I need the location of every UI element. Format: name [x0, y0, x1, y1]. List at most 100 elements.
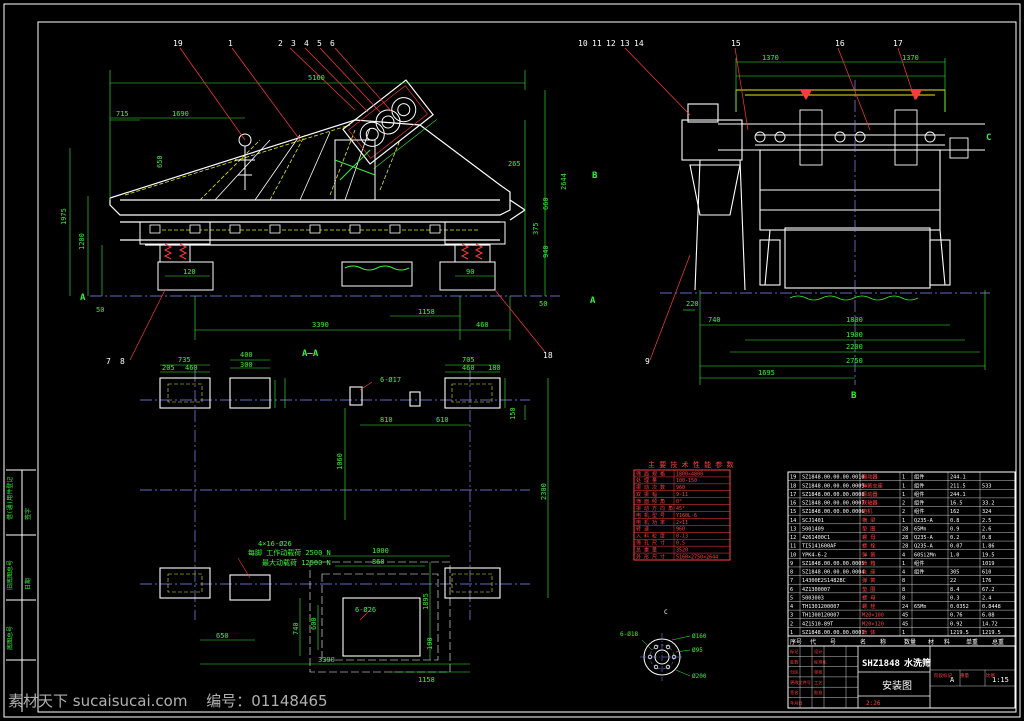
spec-label: 振 动 方 向 角 [636, 505, 673, 512]
parts-cell: 16.5 [950, 501, 963, 507]
parts-cell: 28 [902, 535, 908, 541]
dim-2200: 2200 [846, 343, 863, 351]
parts-cell: 14 [790, 518, 796, 524]
tb-right-label: 阶段标记 [934, 672, 952, 679]
dim-660: 660 [542, 197, 550, 210]
section-b-bottom: B [851, 391, 857, 401]
parts-cell: 60Si2Mn [914, 552, 936, 558]
parts-header-cell: 料 [944, 638, 950, 646]
balloon-17: 17 [893, 39, 903, 48]
spec-label: 筛 孔 尺 寸 [636, 540, 665, 547]
spec-label: 双 振 幅 [636, 491, 657, 498]
parts-cell: 176 [982, 578, 991, 584]
parts-cell: 组件 [914, 473, 924, 481]
tb-left-label: 工艺 [814, 680, 822, 685]
plan-dim-810: 810 [380, 416, 393, 424]
balloon-1: 1 [228, 39, 233, 48]
parts-header: 序号代号名称数量材料单重总重 [787, 635, 1016, 647]
dim-220: 220 [686, 300, 699, 308]
parts-cell: 28 [902, 526, 908, 532]
parts-cell: 2.4 [982, 595, 991, 601]
parts-cell: SZ1848.00.00.00.0007 [802, 501, 864, 507]
parts-cell: 支 座 [862, 568, 876, 576]
parts-cell: 19 [790, 475, 796, 481]
scale: 1:15 [992, 676, 1009, 684]
parts-cell: 6.08 [982, 613, 995, 619]
plan-dim-705: 705 [462, 356, 475, 364]
plan-view [140, 359, 549, 673]
dim-265: 265 [508, 160, 521, 168]
parts-header-cell: 数量 [904, 638, 916, 646]
plan-view-dims: 735 400 705 205 460 300 460 180 610 810 … [162, 351, 548, 684]
parts-cell: 1 [902, 630, 905, 636]
section-a-left: A [80, 293, 86, 303]
balloon-3: 3 [291, 39, 296, 48]
side-label-4: 日期 [24, 578, 32, 590]
tb-left-label: 标记 [790, 648, 799, 655]
parts-header-cell: 材 [928, 638, 934, 646]
screen-inner-braces [124, 124, 480, 231]
parts-cell: 2.5 [982, 518, 991, 524]
watermark-id: 01148465 [251, 692, 328, 710]
parts-cell: 5003003 [802, 595, 824, 601]
parts-cell: 18 [790, 483, 796, 489]
parts-cell: 0.8 [982, 535, 991, 541]
plan-dim-190: 190 [426, 637, 434, 650]
spec-label: 总 重 量 [636, 546, 657, 553]
parts-cell: 振动器 [862, 473, 878, 481]
spec-label: 电 机 功 率 [636, 519, 665, 526]
balloon-19: 19 [173, 39, 183, 48]
dim-715: 715 [116, 110, 129, 118]
balloon-10: 10 [578, 39, 588, 48]
plan-dim-205: 205 [162, 364, 175, 372]
plan-dim-610: 610 [436, 416, 449, 424]
side-leaders [129, 47, 546, 361]
parts-header-cell: 总重 [992, 638, 1004, 646]
watermark: 素材天下 sucaisucai.com 编号：01148465 [8, 690, 342, 711]
parts-cell: 垫 圈 [862, 585, 876, 593]
plan-dim-740: 740 [292, 622, 300, 635]
parts-cell: 弹簧支座 [862, 481, 883, 489]
parts-cell: 33.2 [982, 501, 995, 507]
spring-support-right [439, 221, 506, 291]
balloon-11: 11 [592, 39, 602, 48]
parts-cell: 10 [790, 552, 796, 558]
balloon-16: 16 [835, 39, 845, 48]
plan-hidden-lines [167, 383, 493, 593]
parts-cell: 15 [790, 509, 796, 515]
spec-value: 5160×2750×2644 [676, 554, 718, 560]
parts-cell: 螺 母 [862, 593, 876, 601]
spec-value: 0-13 [676, 534, 688, 540]
parts-cell: 电机 [862, 507, 873, 515]
flange-holes: 6-Ø18 [620, 631, 638, 638]
spring-support-left [139, 221, 214, 291]
drawing-frame [3, 3, 1021, 718]
plan-dim-860: 860 [372, 558, 385, 566]
parts-header-cell: 单重 [966, 638, 978, 646]
tb-left-label: 审核 [814, 669, 823, 676]
parts-cell: SZ1848.00.00.00.0008 [802, 492, 864, 498]
spec-label: 筛 面 倾 角 [636, 498, 665, 505]
tb-left-label: 年月日 [790, 700, 803, 707]
spec-value: 100-150 [676, 478, 697, 484]
plan-dim-1060: 1060 [336, 453, 344, 470]
spec-value: 2×11 [676, 520, 688, 526]
plan-dim-1000: 1000 [372, 547, 389, 555]
parts-cell: 4 [790, 604, 793, 610]
parts-cell: 324 [982, 509, 991, 515]
spec-value: 960 [676, 527, 685, 533]
section-b-top: B [592, 171, 598, 181]
tb-left-label: 标准化 [814, 658, 827, 665]
spec-value: 9-11 [676, 492, 688, 498]
parts-cell: 4 [902, 570, 905, 576]
parts-cell: 5 [790, 595, 793, 601]
end-view-motors [800, 90, 922, 100]
parts-cell: 8 [902, 595, 905, 601]
spec-label: 振 动 次 数 [636, 484, 665, 491]
section-c: C [986, 133, 991, 143]
balloon-6: 6 [330, 39, 335, 48]
motor-support [334, 139, 376, 201]
parts-cell: 1 [902, 561, 905, 567]
parts-cell: 8 [902, 578, 905, 584]
parts-cell: 533 [982, 483, 991, 489]
